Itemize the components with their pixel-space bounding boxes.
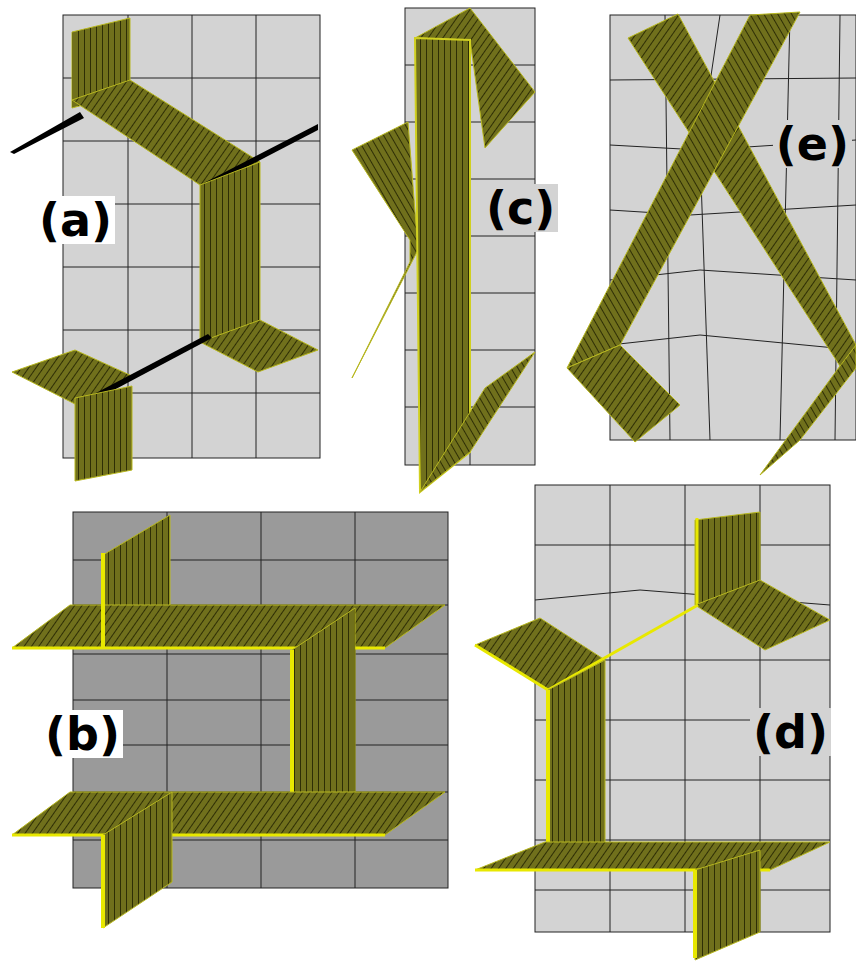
panel-c [352,8,535,492]
panel-d [475,485,830,960]
panel-label: (e) [773,120,852,168]
panel-a [10,15,320,481]
panel-label: (c) [483,184,558,232]
panel-label: (b) [42,710,123,758]
panel-label: (d) [750,708,831,756]
panel-e [567,12,856,475]
panel-label: (a) [36,196,115,244]
panel-b [12,512,448,928]
